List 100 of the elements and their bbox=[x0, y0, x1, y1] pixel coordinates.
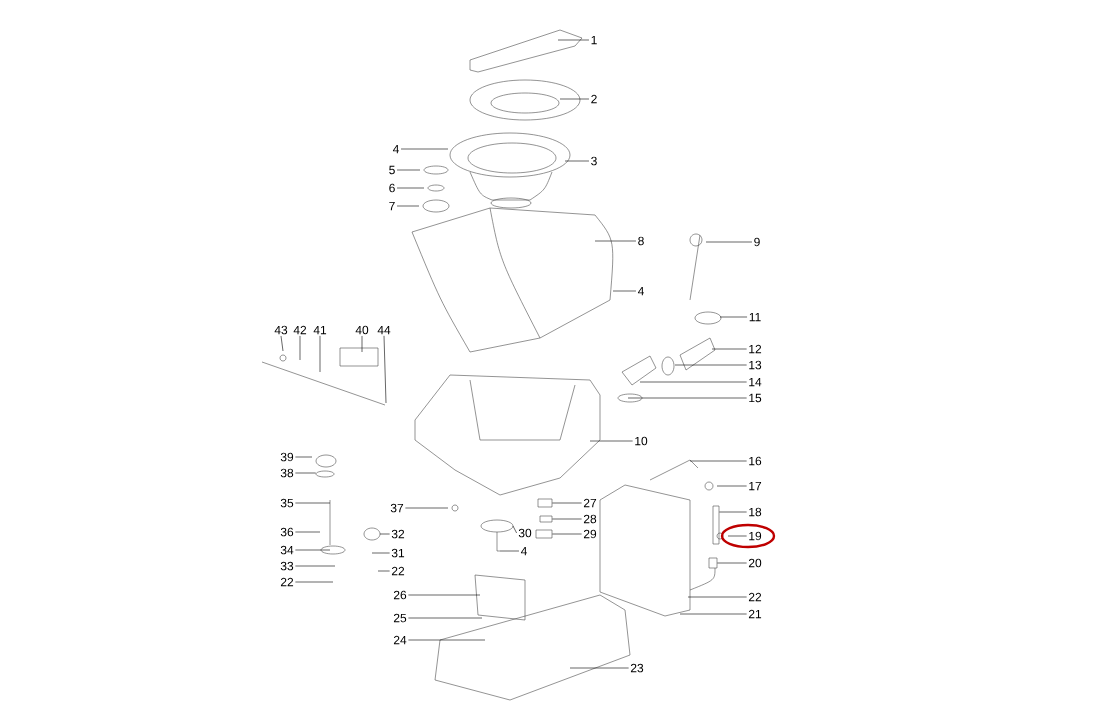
leader-line bbox=[383, 335, 387, 404]
callout-number: 4 bbox=[392, 144, 399, 154]
leader-line bbox=[295, 456, 313, 458]
callout-number: 3 bbox=[591, 156, 597, 166]
leader-line bbox=[594, 240, 637, 242]
part-drawing bbox=[535, 529, 553, 539]
part-drawing bbox=[539, 515, 553, 523]
callout-number: 22 bbox=[280, 577, 294, 587]
callout-number: 31 bbox=[391, 548, 405, 558]
part-drawing bbox=[537, 498, 553, 508]
callout-number: 17 bbox=[749, 481, 762, 491]
callout-number: 35 bbox=[280, 498, 294, 508]
leader-line bbox=[400, 148, 449, 150]
leader-line bbox=[705, 241, 753, 243]
callout-number: 37 bbox=[390, 503, 404, 513]
leader-line bbox=[405, 507, 449, 509]
leader-line bbox=[716, 485, 747, 487]
leader-line bbox=[295, 472, 316, 474]
callout-number: 4 bbox=[637, 286, 644, 296]
leader-line bbox=[719, 511, 747, 513]
callout-number: 22 bbox=[391, 566, 405, 576]
callout-number: 12 bbox=[749, 344, 762, 354]
callout-number: 11 bbox=[749, 312, 761, 322]
callout-number: 39 bbox=[280, 452, 294, 462]
leader-line bbox=[559, 98, 590, 100]
leader-line bbox=[717, 562, 747, 564]
leader-line bbox=[569, 667, 629, 669]
callout-number: 15 bbox=[749, 393, 762, 403]
leader-line bbox=[552, 533, 582, 535]
leader-line bbox=[379, 533, 390, 535]
leader-line bbox=[589, 440, 633, 442]
leader-line bbox=[396, 205, 420, 207]
callout-number: 10 bbox=[635, 436, 648, 446]
callout-number: 1 bbox=[591, 35, 597, 45]
leader-line bbox=[512, 525, 517, 534]
callout-number: 6 bbox=[389, 183, 395, 193]
leader-line bbox=[499, 550, 520, 552]
callout-number: 25 bbox=[393, 613, 407, 623]
callout-number: 38 bbox=[280, 468, 294, 478]
callout-number: 43 bbox=[274, 325, 288, 335]
part-drawing bbox=[315, 470, 335, 478]
callout-number: 32 bbox=[391, 529, 405, 539]
leader-line bbox=[564, 160, 590, 162]
callout-number: 20 bbox=[748, 558, 762, 568]
part-drawing bbox=[712, 505, 720, 545]
leader-line bbox=[627, 397, 747, 399]
leader-line bbox=[295, 531, 321, 533]
leader-line bbox=[639, 381, 747, 383]
leader-line bbox=[371, 552, 390, 554]
callout-number: 2 bbox=[591, 94, 597, 104]
callout-number: 36 bbox=[280, 527, 294, 537]
leader-line bbox=[295, 549, 331, 551]
callout-number: 28 bbox=[583, 514, 597, 524]
callout-number: 8 bbox=[638, 236, 644, 246]
callout-number: 23 bbox=[630, 663, 644, 673]
callout-number: 9 bbox=[754, 237, 760, 247]
leader-line bbox=[674, 364, 747, 366]
callout-number: 21 bbox=[748, 609, 762, 619]
callout-number: 19 bbox=[749, 531, 762, 541]
callout-number: 29 bbox=[583, 529, 597, 539]
callout-number: 27 bbox=[583, 498, 597, 508]
leader-line bbox=[687, 596, 747, 598]
callout-number: 13 bbox=[749, 360, 762, 370]
callout-number: 16 bbox=[749, 456, 762, 466]
leader-line bbox=[679, 613, 747, 615]
callout-number: 44 bbox=[377, 325, 391, 335]
callout-number: 4 bbox=[520, 546, 527, 556]
callout-number: 24 bbox=[393, 635, 407, 645]
leader-line bbox=[689, 460, 747, 462]
leader-line bbox=[280, 335, 284, 352]
leader-line bbox=[396, 169, 421, 171]
leader-line bbox=[295, 565, 336, 567]
callout-number: 34 bbox=[280, 545, 294, 555]
leader-line bbox=[377, 570, 390, 572]
callout-number: 7 bbox=[389, 201, 395, 211]
leader-line bbox=[552, 518, 582, 520]
leader-line bbox=[719, 316, 748, 318]
leader-line bbox=[408, 594, 481, 596]
leader-line bbox=[552, 502, 582, 504]
leader-line bbox=[319, 335, 321, 373]
callout-number: 5 bbox=[389, 165, 395, 175]
leader-line bbox=[727, 535, 747, 537]
callout-number: 33 bbox=[280, 561, 294, 571]
callout-number: 42 bbox=[293, 325, 307, 335]
callout-number: 41 bbox=[313, 325, 327, 335]
part-drawing bbox=[708, 557, 718, 569]
callout-number: 14 bbox=[749, 377, 762, 387]
callout-number: 26 bbox=[393, 590, 407, 600]
leader-line bbox=[408, 639, 486, 641]
leader-line bbox=[361, 335, 363, 353]
callout-number: 18 bbox=[749, 507, 762, 517]
leader-line bbox=[396, 187, 425, 189]
leader-line bbox=[295, 502, 331, 504]
leader-line bbox=[295, 581, 334, 583]
leader-line bbox=[711, 348, 747, 350]
callout-number: 40 bbox=[355, 325, 369, 335]
leader-line bbox=[299, 335, 301, 361]
callout-number: 30 bbox=[518, 528, 532, 538]
leader-line bbox=[408, 617, 483, 619]
leader-line bbox=[612, 290, 637, 292]
